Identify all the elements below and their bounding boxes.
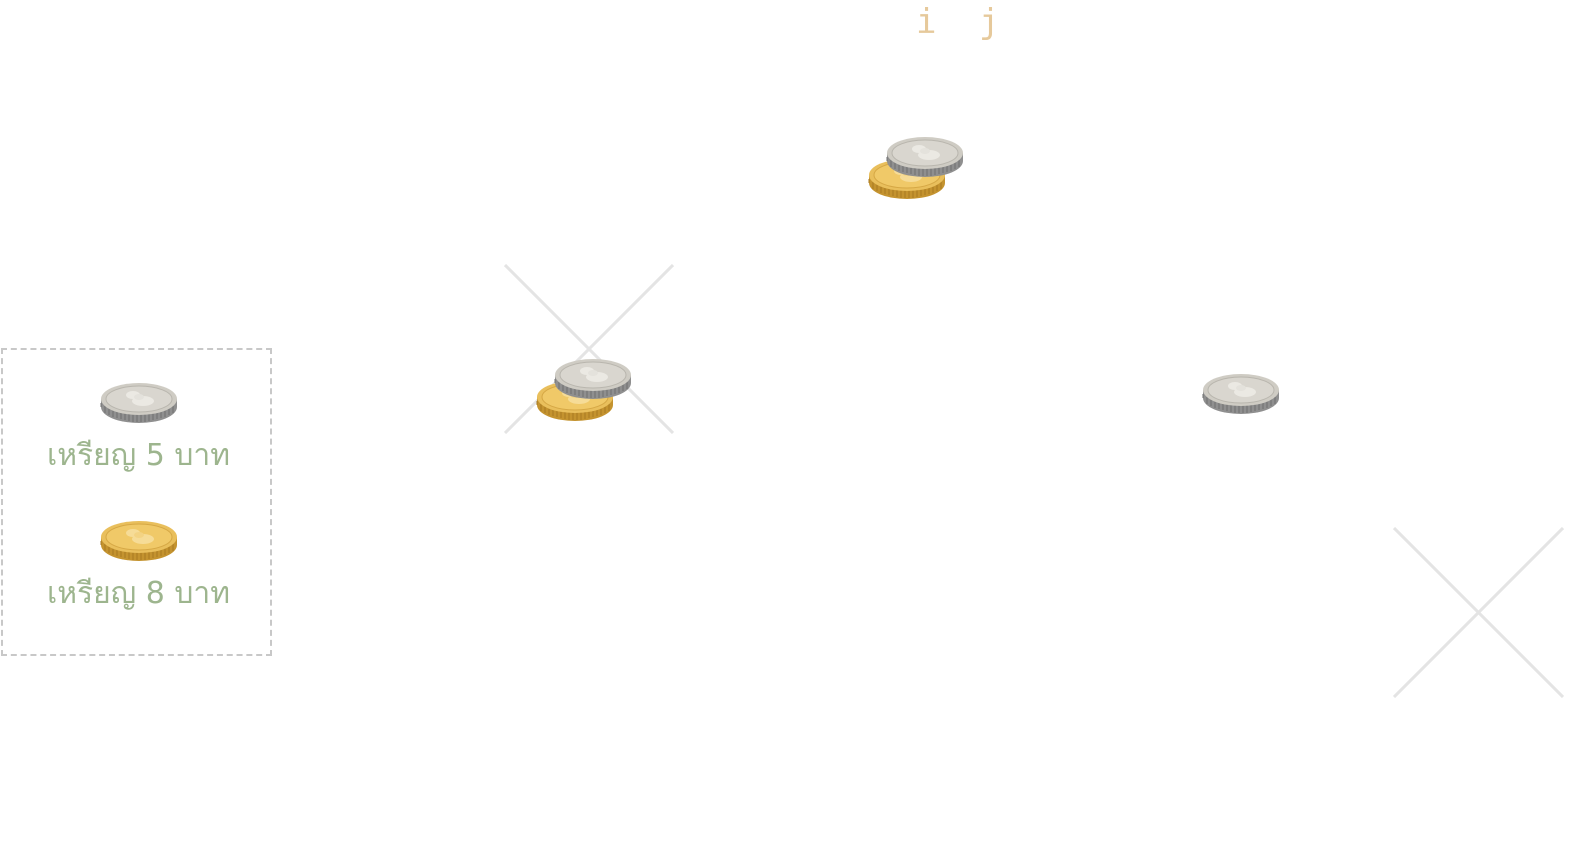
cross-mark-icon	[504, 264, 674, 434]
coin-legend: เหรียญ 5 บาท เหรียญ 8 บาท	[1, 348, 272, 656]
legend-label-8-baht: เหรียญ 8 บาท	[46, 576, 231, 611]
pointer-j-label: j	[979, 2, 1000, 42]
legend-label-5-baht: เหรียญ 5 บาท	[46, 438, 231, 473]
silver-coin-icon	[1202, 373, 1280, 415]
coin-stack-gold-silver[interactable]	[867, 136, 965, 202]
silver-coin-icon	[100, 382, 178, 424]
gold-coin-icon	[100, 520, 178, 562]
coin-stack-silver[interactable]	[1201, 372, 1281, 418]
silver-coin-icon	[554, 358, 632, 400]
silver-coin-icon	[886, 136, 964, 178]
pointer-i-label: i	[916, 2, 937, 42]
coin-stack-gold-silver[interactable]	[535, 358, 633, 424]
cross-mark-icon	[1393, 527, 1564, 698]
